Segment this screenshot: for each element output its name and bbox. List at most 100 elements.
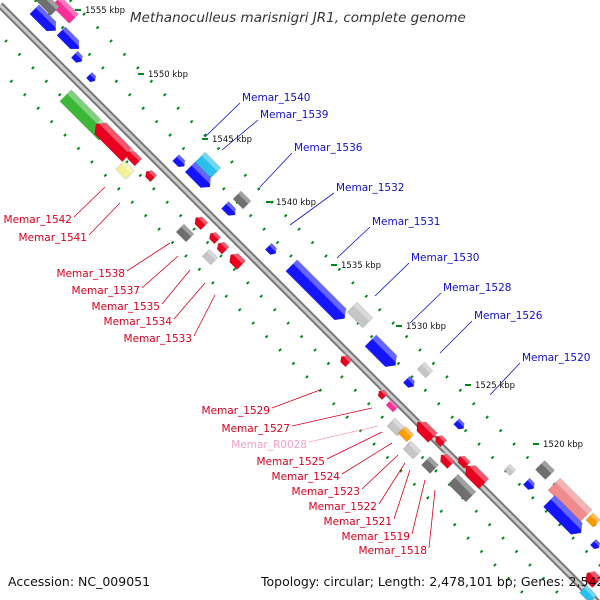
- feature-block: [232, 190, 252, 210]
- leader-line: [374, 262, 410, 297]
- leader-line: [291, 407, 373, 427]
- feature-highlight: [57, 0, 79, 18]
- minus-feature: [70, 50, 85, 63]
- feature-highlight: [584, 585, 597, 598]
- feature-block: [201, 248, 219, 266]
- feature-highlight: [467, 461, 489, 483]
- feature-arrow: [377, 389, 389, 401]
- feature-highlight: [62, 26, 84, 48]
- leader-line: [428, 489, 436, 549]
- minus-feature: [543, 495, 587, 535]
- leader-line: [141, 255, 179, 289]
- gray-feature: [421, 456, 439, 474]
- topology-summary: Topology: circular; Length: 2,478,101 bp…: [261, 574, 600, 589]
- feature-block: [402, 440, 422, 460]
- feature-arrow: [457, 455, 471, 469]
- plus-feature: [194, 214, 209, 231]
- feature-highlight: [353, 302, 373, 322]
- feature-highlight: [226, 201, 239, 214]
- yellow-feature: [115, 160, 135, 180]
- feature-block: [175, 223, 195, 243]
- gene-label: Memar_1530: [411, 252, 479, 264]
- feature-arrow: [364, 334, 398, 368]
- minus-feature: [364, 334, 402, 368]
- feature-arrow: [209, 232, 222, 245]
- feature-block: [397, 425, 415, 443]
- feature-arrow: [194, 216, 209, 231]
- feature-highlight: [35, 4, 61, 30]
- plus-feature: [585, 568, 600, 588]
- gene-label: Memar_1529: [202, 405, 270, 417]
- feature-highlight: [457, 418, 467, 428]
- plus-feature: [127, 148, 143, 167]
- gene-label: Memar_1532: [336, 182, 404, 194]
- feature-highlight: [372, 334, 402, 364]
- map-title: Methanoculleus marisnigri JR1, complete …: [130, 10, 466, 26]
- leader-line: [88, 202, 121, 236]
- gene-label: Memar_1525: [257, 456, 325, 468]
- silver-feature: [346, 301, 374, 329]
- gene-label: Memar_1540: [242, 92, 310, 104]
- feature-arrow: [340, 355, 353, 368]
- plus-feature: [416, 417, 438, 443]
- feature-block: [503, 463, 517, 477]
- feature-arrow: [229, 253, 246, 270]
- gene-label: Memar_1528: [443, 282, 511, 294]
- feature-highlight: [392, 418, 405, 431]
- feature-arrow: [56, 26, 80, 50]
- tick-label: 1530 kbp: [406, 322, 446, 332]
- leader-line: [308, 425, 379, 443]
- feature-arrow: [402, 375, 415, 388]
- feature-arrow: [285, 259, 347, 321]
- gene-label: Memar_R0028: [231, 439, 307, 451]
- feature-arrow: [589, 538, 600, 550]
- tick-dot-track: [0, 67, 532, 600]
- feature-highlight: [269, 243, 279, 253]
- plus-feature: [229, 250, 246, 270]
- feature-highlight: [588, 568, 600, 582]
- feature-highlight: [418, 417, 438, 437]
- feature-highlight: [555, 478, 592, 515]
- gene-label: Memar_1520: [522, 352, 590, 364]
- feature-highlight: [527, 478, 537, 488]
- feature-arrow: [216, 241, 230, 255]
- feature-arrow: [453, 418, 465, 430]
- leader-line: [173, 282, 206, 320]
- feature-block: [421, 456, 439, 474]
- feature-arrow: [522, 477, 535, 490]
- feature-highlight: [219, 239, 230, 250]
- leader-line: [326, 431, 383, 460]
- plus-feature: [465, 461, 490, 490]
- feature-block: [36, 0, 60, 16]
- feature-highlight: [380, 388, 388, 396]
- feature-highlight: [67, 89, 111, 133]
- leader-line: [204, 102, 241, 138]
- feature-block: [115, 160, 135, 180]
- leader-line: [289, 192, 335, 226]
- feature-block: [585, 512, 600, 528]
- gray-feature: [36, 0, 60, 16]
- gene-label: Memar_1537: [72, 285, 140, 297]
- feature-arrow: [127, 151, 143, 167]
- feature-highlight: [389, 399, 399, 409]
- tick-label: 1550 kbp: [148, 70, 188, 80]
- silver-feature: [402, 440, 422, 460]
- feature-arrow: [172, 154, 186, 168]
- gray-feature: [447, 473, 477, 503]
- feature-highlight: [201, 152, 221, 172]
- feature-highlight: [421, 362, 433, 374]
- orange-feature: [397, 425, 415, 443]
- feature-highlight: [196, 214, 208, 226]
- feature-highlight: [176, 154, 188, 166]
- minus-feature: [453, 418, 467, 430]
- feature-arrow: [543, 495, 583, 535]
- minus-feature: [522, 477, 537, 490]
- plus-feature: [435, 433, 448, 448]
- gene-label: Memar_1524: [272, 471, 341, 483]
- tick-label: 1555 kbp: [85, 6, 125, 16]
- feature-highlight: [293, 259, 351, 317]
- gene-label: Memar_1536: [294, 142, 363, 154]
- feature-block: [579, 585, 597, 600]
- plus-feature: [209, 230, 222, 245]
